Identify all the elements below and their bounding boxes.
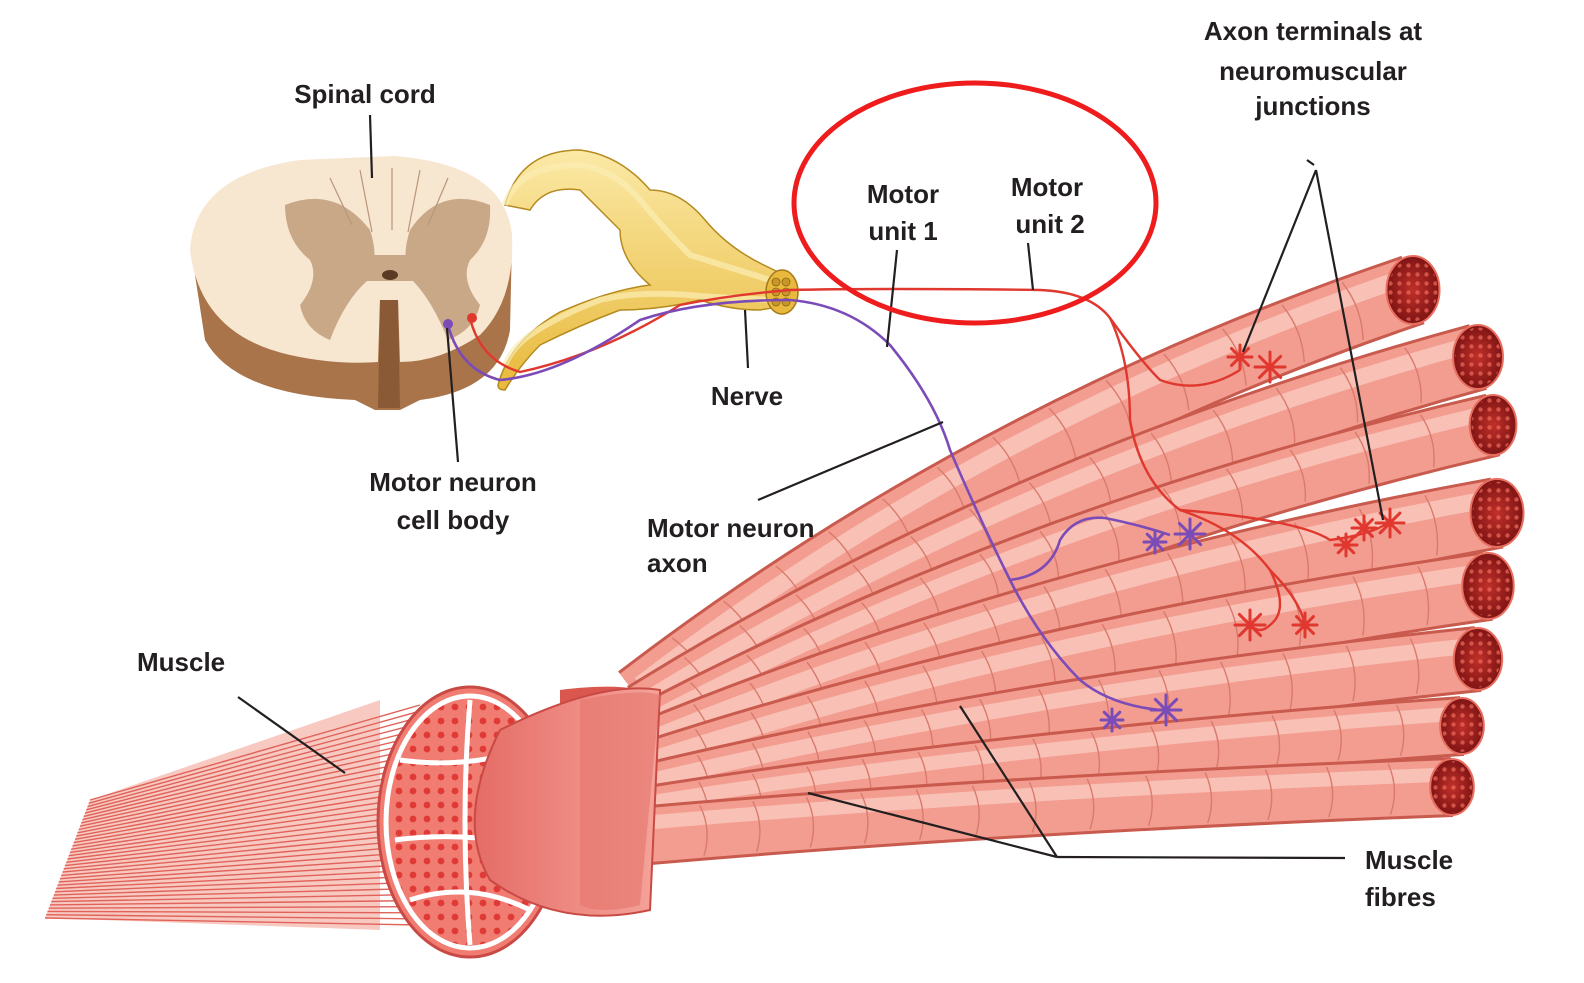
motor-unit-2-cell-body: [467, 313, 477, 323]
nmj-star-icon: [1151, 695, 1181, 725]
nmj-star-icon: [1175, 519, 1205, 549]
muscle-label: Muscle: [137, 647, 225, 677]
nmj-star-icon: [1144, 531, 1166, 553]
nmj-star-icon: [1335, 534, 1357, 556]
motor-neuron-cell-body-label-line2: cell body: [397, 505, 510, 535]
motor-unit-1-cell-body: [443, 319, 453, 329]
axon-terminals-label-line2: neuromuscular: [1219, 56, 1407, 86]
motor-neuron-axon-label-line1: Motor neuron: [647, 513, 815, 543]
motor-unit-1-label-line2: unit 1: [868, 216, 937, 246]
muscle-tendon: [45, 700, 420, 930]
motor-unit-1-label-line1: Motor: [867, 179, 939, 209]
nmj-star-icon: [1228, 345, 1252, 369]
muscle-fibres: [640, 256, 1524, 856]
nmj-star-icon: [1376, 509, 1404, 537]
nerve: [498, 150, 798, 390]
muscle-fibres-label-line1: Muscle: [1365, 845, 1453, 875]
axon-terminals-label-line3: junctions: [1254, 91, 1371, 121]
motor-neuron-axon-label-line2: axon: [647, 548, 708, 578]
spinal-cord: [190, 156, 512, 410]
nerve-label: Nerve: [711, 381, 783, 411]
motor-neuron-cell-body-label-line1: Motor neuron: [369, 467, 537, 497]
muscle-fibres-label-line2: fibres: [1365, 882, 1436, 912]
nmj-star-icon: [1352, 516, 1376, 540]
nmj-star-icon: [1255, 352, 1285, 382]
motor-unit-2-label-line1: Motor: [1011, 172, 1083, 202]
nmj-star-icon: [1235, 610, 1265, 640]
nmj-star-icon: [1101, 709, 1123, 731]
muscle-cross-section: [378, 687, 660, 957]
spinal-cord-label: Spinal cord: [294, 79, 436, 109]
nmj-star-icon: [1293, 613, 1317, 637]
motor-unit-2-label-line2: unit 2: [1015, 209, 1084, 239]
highlight-circle: [794, 83, 1156, 323]
axon-terminals-label-line1: Axon terminals at: [1204, 16, 1423, 46]
